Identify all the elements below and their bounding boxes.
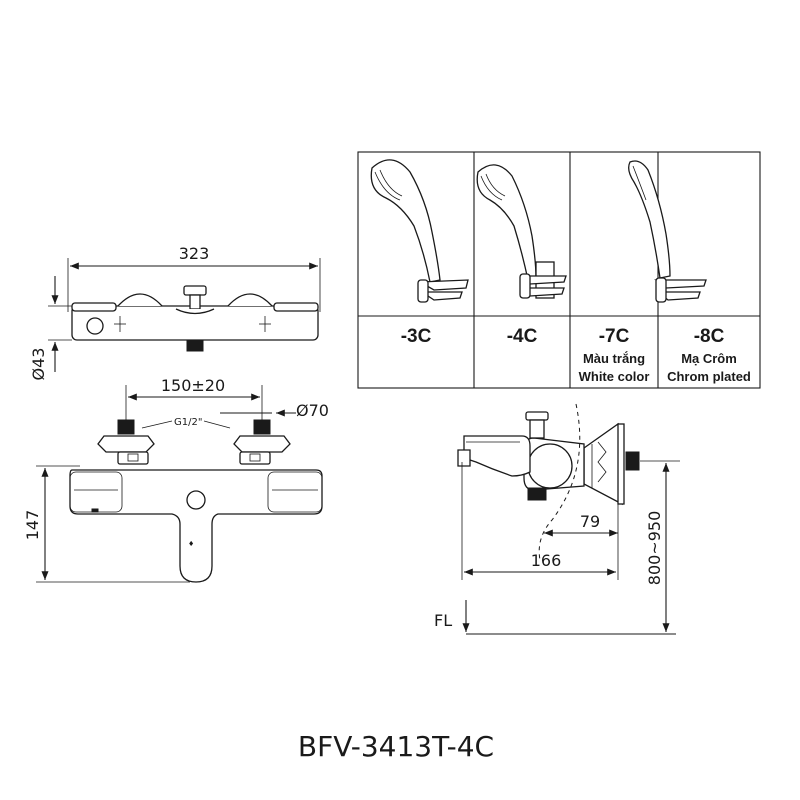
top-view: 323 Ø43 [29, 244, 321, 381]
dim-diameter-body: Ø43 [29, 348, 48, 381]
variant-7c-color-en: White color [579, 369, 650, 384]
dim-mount-height: 800~950 [645, 511, 664, 585]
variant-code-7c: -7C [599, 326, 630, 347]
variant-code-8c: -8C [694, 326, 725, 347]
dim-height-front: 147 [23, 510, 42, 541]
dim-width-total: 323 [179, 244, 210, 263]
variant-7c-color-vi: Màu trắng [583, 351, 645, 366]
side-view: 79 166 800~950 FL [434, 403, 680, 635]
variant-8c-finish-en: Chrom plated [667, 369, 751, 384]
dim-inlet-thread: G1/2" [174, 417, 202, 428]
floor-level-label: FL [434, 611, 452, 630]
hand-shower-3c-icon [370, 159, 469, 303]
front-view: 150±20 Ø70 G1/2" ♦ 147 [23, 376, 329, 583]
hand-shower-4c-icon [476, 164, 567, 299]
variant-8c-finish-vi: Mạ Crôm [681, 351, 737, 366]
dim-projection-outlet: 79 [580, 512, 600, 531]
hand-shower-7c-icon [628, 160, 707, 303]
variant-code-4c: -4C [507, 326, 538, 347]
dim-diameter-inlet: Ø70 [296, 401, 329, 420]
model-number: BFV-3413T-4C [298, 730, 494, 763]
svg-text:♦: ♦ [188, 540, 194, 548]
variant-table: -3C -4C -7C -8C Màu trắng White color Mạ… [357, 151, 761, 389]
dim-inlet-spacing: 150±20 [161, 376, 225, 395]
variant-code-3c: -3C [401, 326, 432, 347]
dim-projection-spout: 166 [531, 551, 562, 570]
